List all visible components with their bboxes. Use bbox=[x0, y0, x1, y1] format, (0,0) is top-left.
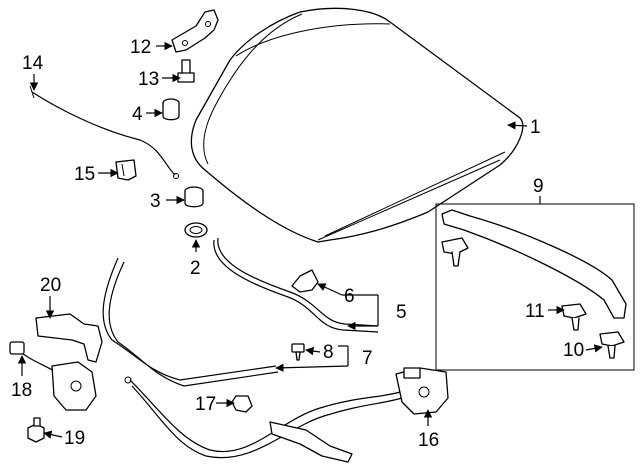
callout-19: 19 bbox=[64, 428, 85, 449]
hood-insulator bbox=[435, 203, 635, 371]
callout-7: 7 bbox=[362, 348, 373, 369]
seal-clip-6 bbox=[291, 269, 319, 293]
callout-8: 8 bbox=[323, 342, 334, 363]
callout-9: 9 bbox=[533, 176, 544, 197]
hood-seal bbox=[213, 237, 379, 333]
callout-1: 1 bbox=[530, 117, 541, 138]
release-cable-upper bbox=[29, 85, 179, 179]
callout-17: 17 bbox=[195, 394, 216, 415]
leader-lines bbox=[17, 41, 603, 439]
callout-4: 4 bbox=[132, 104, 143, 125]
bolt bbox=[177, 59, 195, 83]
release-cable-lower bbox=[124, 376, 403, 463]
bolt-19 bbox=[27, 417, 45, 443]
retainer-8 bbox=[291, 343, 305, 361]
callout-18: 18 bbox=[11, 380, 32, 401]
hood-panel bbox=[190, 7, 524, 243]
callout-10: 10 bbox=[563, 340, 584, 361]
latch-bracket bbox=[35, 313, 103, 363]
callout-labels: 1 2 3 4 5 6 7 8 9 10 11 12 13 14 15 16 1… bbox=[11, 37, 584, 451]
hood-bumper-3 bbox=[184, 186, 204, 208]
hood-latch-16 bbox=[395, 367, 449, 415]
callout-20: 20 bbox=[40, 275, 61, 296]
hood-hinge bbox=[171, 9, 219, 53]
clip-9a bbox=[441, 237, 469, 267]
hood-latch-18 bbox=[9, 341, 97, 411]
callout-15: 15 bbox=[74, 164, 95, 185]
callout-12: 12 bbox=[130, 37, 151, 58]
callout-3: 3 bbox=[150, 191, 161, 212]
callout-13: 13 bbox=[138, 69, 159, 90]
grommet bbox=[184, 222, 208, 238]
hood-bumper-4 bbox=[162, 98, 180, 121]
cable-clip-17 bbox=[231, 395, 253, 413]
callout-5: 5 bbox=[396, 302, 407, 323]
callout-2: 2 bbox=[190, 258, 201, 279]
clip-11 bbox=[561, 303, 587, 331]
cable-clip bbox=[115, 159, 137, 181]
callout-11: 11 bbox=[525, 301, 545, 322]
callout-6: 6 bbox=[344, 286, 355, 307]
clip-10 bbox=[599, 331, 625, 359]
callout-16: 16 bbox=[418, 430, 439, 451]
front-weatherstrip bbox=[102, 257, 279, 387]
callout-14: 14 bbox=[22, 53, 44, 74]
